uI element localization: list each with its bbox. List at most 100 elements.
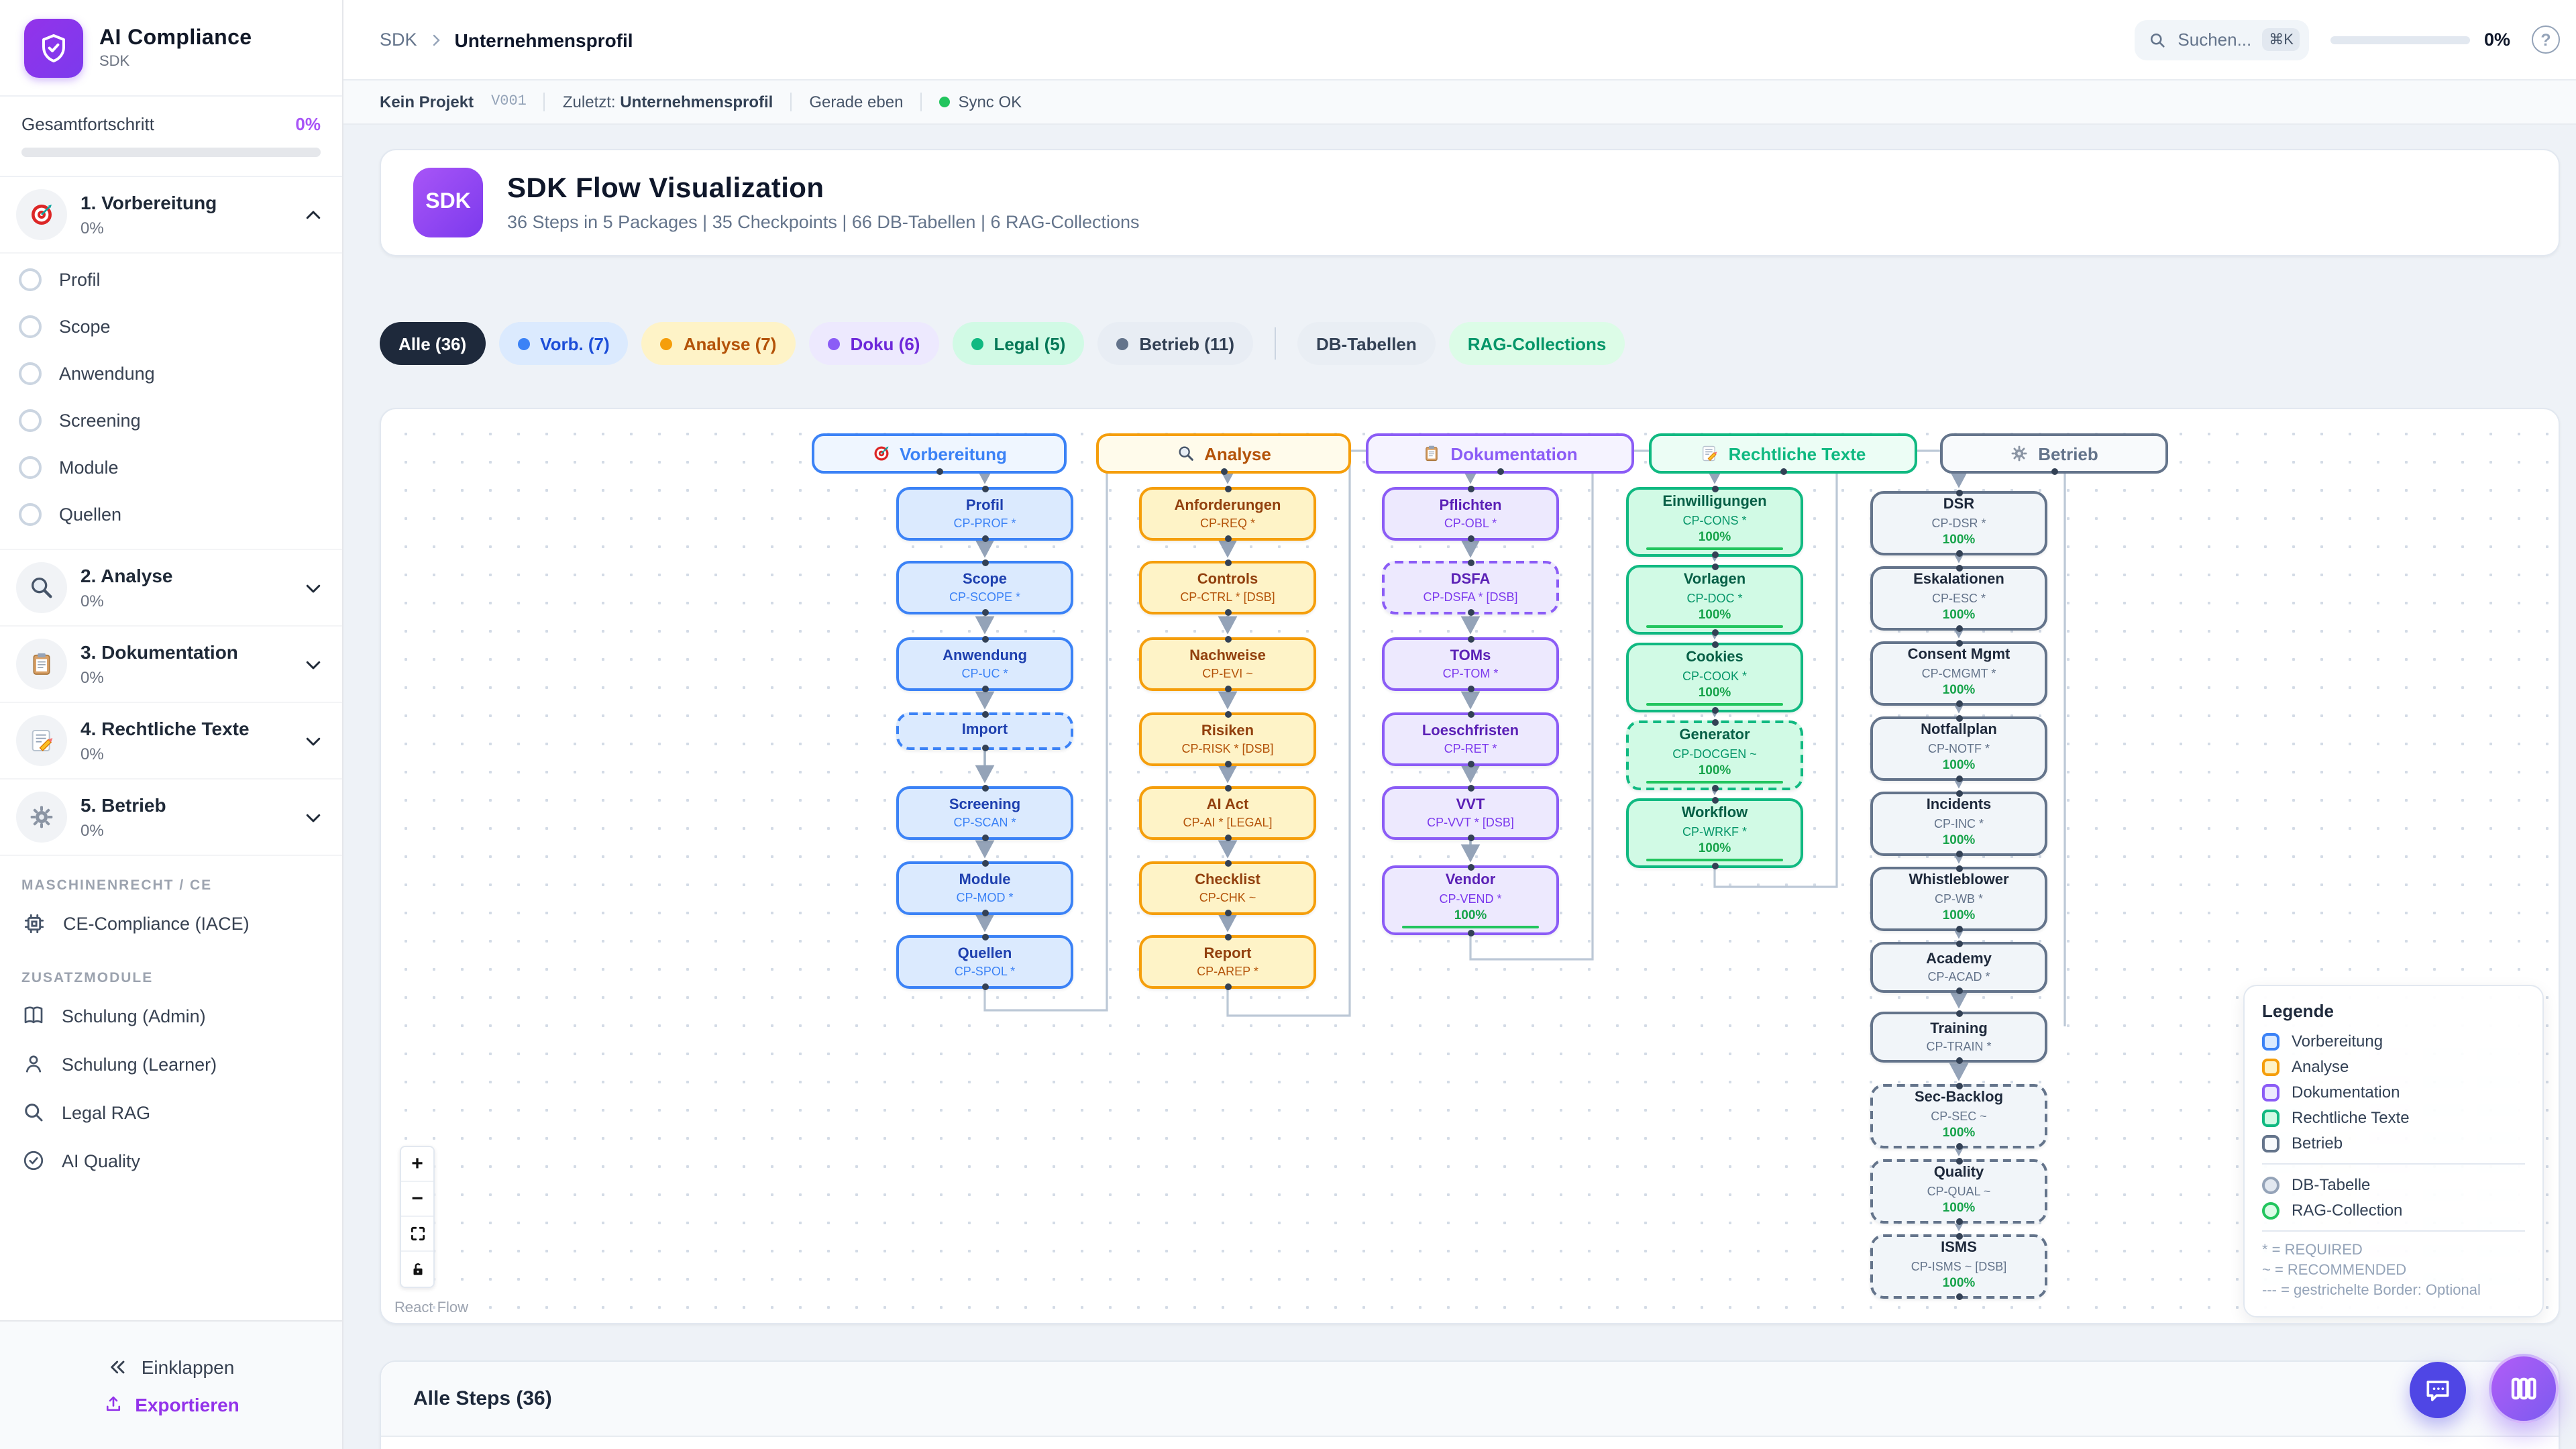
zoom-in-button[interactable]: + [401, 1147, 433, 1182]
export-button[interactable]: Exportieren [103, 1393, 239, 1415]
node-progress-bar [1646, 547, 1784, 550]
node-progress-value: 100% [1698, 841, 1731, 856]
help-icon[interactable]: ? [2532, 25, 2560, 54]
overall-progress-bar [21, 148, 321, 157]
shield-check-logo-icon [24, 19, 83, 78]
breadcrumb-root[interactable]: SDK [380, 30, 417, 50]
filter-chip-betrieb[interactable]: Betrieb (11) [1097, 322, 1253, 365]
chat-button[interactable] [2410, 1362, 2466, 1418]
sync-ok-dot-icon [939, 97, 951, 107]
package-header-analyse[interactable]: Analyse [1096, 433, 1351, 475]
flow-handle [1711, 797, 1718, 804]
chevron-up-icon [303, 205, 323, 225]
sidebar-step-scope[interactable]: Scope [0, 303, 342, 350]
flow-handle [1955, 1057, 1962, 1064]
sidebar-step-module[interactable]: Module [0, 444, 342, 491]
project-status: Kein Projekt [380, 93, 474, 111]
sidebar-item-schulung-admin-[interactable]: Schulung (Admin) [0, 991, 342, 1040]
node-title: Consent Mgmt [1907, 647, 2010, 663]
view-chip-db-tabellen[interactable]: DB-Tabellen [1297, 322, 1436, 365]
sidebar-step-profil[interactable]: Profil [0, 256, 342, 303]
node-progress-bar [1646, 625, 1784, 628]
node-title: Workflow [1681, 805, 1748, 821]
collapse-sidebar-button[interactable]: Einklappen [108, 1356, 234, 1377]
phase-label: 2. Analyse [80, 565, 173, 586]
package-header-betrieb[interactable]: Betrieb [1940, 433, 2168, 475]
package-header-dokumentation[interactable]: Dokumentation [1366, 433, 1634, 475]
filter-chip-analyse[interactable]: Analyse (7) [641, 322, 796, 365]
node-title: Quality [1933, 1165, 1984, 1181]
lock-button[interactable] [401, 1252, 433, 1287]
sidebar-item-schulung-learner-[interactable]: Schulung (Learner) [0, 1040, 342, 1088]
sidebar-step-quellen[interactable]: Quellen [0, 491, 342, 538]
node-code: CP-DSR * [1931, 516, 1986, 530]
sidebar-step-anwendung[interactable]: Anwendung [0, 350, 342, 397]
legend-item: Rechtliche Texte [2262, 1108, 2525, 1127]
node-title: Cookies [1686, 649, 1743, 665]
zoom-out-button[interactable]: − [401, 1182, 433, 1217]
flow-node-import[interactable]: Import [896, 711, 1073, 751]
search-input[interactable]: Suchen... ⌘K [2135, 19, 2310, 60]
sidebar-phase-2[interactable]: 2. Analyse 0% [0, 550, 342, 627]
sidebar-item-ce-compliance[interactable]: CE-Compliance (IACE) [0, 899, 342, 949]
filter-chip-legal[interactable]: Legal (5) [952, 322, 1085, 365]
package-header-vorbereitung[interactable]: Vorbereitung [812, 433, 1067, 475]
flow-handle [1224, 983, 1231, 990]
topbar-progress-value: 0% [2483, 30, 2510, 50]
flow-handle [981, 860, 988, 867]
board-view-button[interactable] [2489, 1354, 2559, 1424]
sidebar-item-ai-quality[interactable]: AI Quality [0, 1136, 342, 1185]
node-title: Notfallplan [1921, 722, 1997, 739]
sidebar-item-legal-rag[interactable]: Legal RAG [0, 1088, 342, 1136]
view-chip-rag-collections[interactable]: RAG-Collections [1448, 322, 1625, 365]
phase-progress: 0% [80, 592, 104, 610]
filter-chip-vorb[interactable]: Vorb. (7) [498, 322, 629, 365]
sidebar-step-screening[interactable]: Screening [0, 397, 342, 444]
fit-view-button[interactable] [401, 1217, 433, 1252]
filter-chip-doku[interactable]: Doku (6) [808, 322, 939, 365]
package-header-rechtliche-texte[interactable]: Rechtliche Texte [1649, 433, 1917, 475]
filter-chip-alle[interactable]: Alle (36) [380, 322, 486, 365]
cpu-icon [21, 911, 47, 936]
